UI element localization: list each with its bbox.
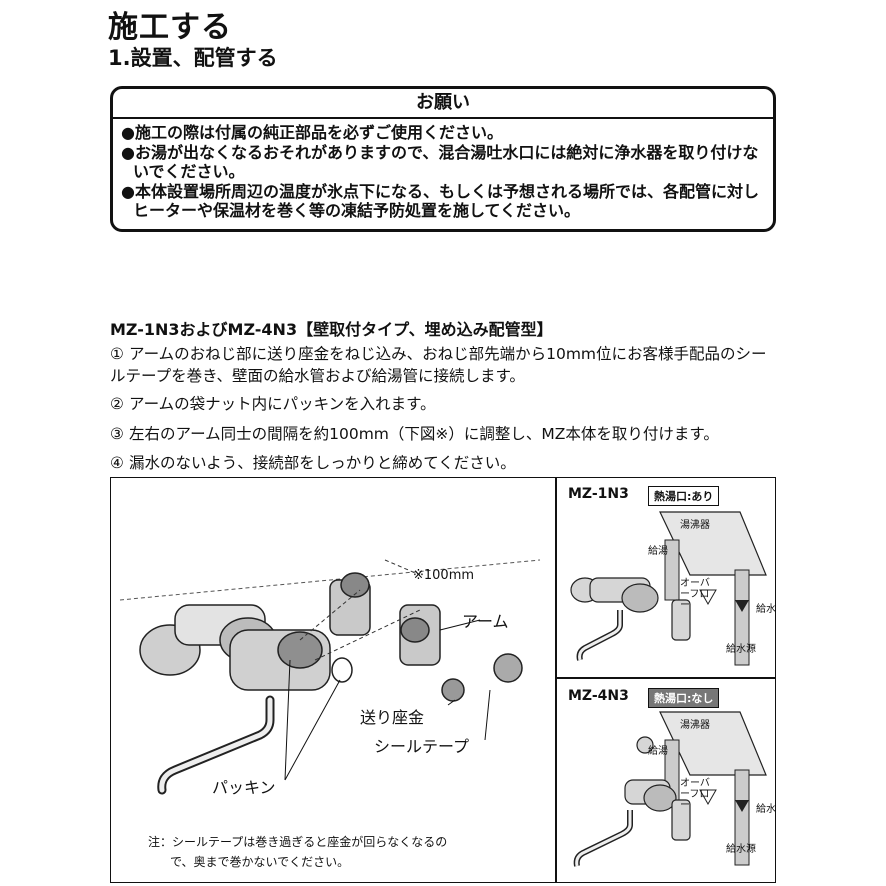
panel-4n3-tag: 熱湯口:なし <box>648 688 720 708</box>
panel-4n3-title: MZ-4N3 <box>568 688 629 704</box>
installation-figure <box>110 477 776 883</box>
panel-1n3-water: 給水 <box>756 604 776 615</box>
figure-note: 注：シールテープは巻き過ぎると座金が回らなくなるの で、奥まで巻かないでください… <box>148 832 447 872</box>
step-number: ③ <box>110 425 124 443</box>
model-heading: MZ-1N3およびMZ-4N3【壁取付タイプ、埋め込み配管型】 <box>110 320 553 339</box>
note-line: 注：シールテープは巻き過ぎると座金が回らなくなるの <box>148 835 448 849</box>
step-number: ① <box>110 345 124 363</box>
note-line: で、奥まで巻かないでください。 <box>170 855 350 869</box>
notice-item: ●本体設置場所周辺の温度が氷点下になる、もしくは予想される場所では、各配管に対し… <box>121 181 759 221</box>
step-item: ② アームの袋ナット内にパッキンを入れます。 <box>110 393 436 415</box>
panel-1n3-title: MZ-1N3 <box>568 486 629 502</box>
step-number: ④ <box>110 454 124 472</box>
panel-1n3-hot: 給湯 <box>648 546 668 557</box>
page-title: 施工する <box>108 10 232 45</box>
arm-label: アーム <box>462 612 509 631</box>
seal-tape-label: シールテープ <box>374 737 470 756</box>
figure-divider <box>555 477 557 883</box>
panel-1n3-tag: 熱湯口:あり <box>648 486 720 506</box>
washer-label: 送り座金 <box>360 708 425 727</box>
panel-1n3-heater: 湯沸器 <box>680 520 710 531</box>
step-text: アームのおねじ部に送り座金をねじ込み、おねじ部先端から10mm位にお客様手配品の… <box>110 345 767 385</box>
step-text: 漏水のないよう、接続部をしっかりと締めてください。 <box>129 454 516 472</box>
panel-4n3-water: 給水 <box>756 804 776 815</box>
step-text: アームの袋ナット内にパッキンを入れます。 <box>129 395 436 413</box>
panel-1n3-source: 給水源 <box>726 644 756 655</box>
step-item: ④ 漏水のないよう、接続部をしっかりと締めてください。 <box>110 452 516 474</box>
section-subtitle: 1.設置、配管する <box>108 46 278 70</box>
dimension-label: ※100mm <box>413 568 475 583</box>
panel-divider <box>555 677 776 679</box>
panel-4n3-source: 給水源 <box>726 844 756 855</box>
panel-4n3-overflow: オーバーフロー <box>680 778 710 811</box>
notice-box: お願い ●施工の際は付属の純正部品を必ずご使用ください。 ●お湯が出なくなるおそ… <box>110 86 776 232</box>
notice-body: ●施工の際は付属の純正部品を必ずご使用ください。 ●お湯が出なくなるおそれがあり… <box>121 123 767 221</box>
panel-4n3-hot: 給湯 <box>648 746 668 757</box>
notice-item: ●お湯が出なくなるおそれがありますので、混合湯吐水口には絶対に浄水器を取り付けな… <box>121 142 759 182</box>
notice-heading: お願い <box>113 89 773 119</box>
step-number: ② <box>110 395 124 413</box>
panel-4n3-heater: 湯沸器 <box>680 720 710 731</box>
notice-item: ●施工の際は付属の純正部品を必ずご使用ください。 <box>121 123 503 142</box>
step-item: ③ 左右のアーム同士の間隔を約100mm（下図※）に調整し、MZ本体を取り付けます… <box>110 423 719 445</box>
panel-1n3-overflow: オーバーフロー <box>680 578 710 611</box>
step-text: 左右のアーム同士の間隔を約100mm（下図※）に調整し、MZ本体を取り付けます。 <box>129 425 719 443</box>
packing-label: パッキン <box>212 778 276 797</box>
